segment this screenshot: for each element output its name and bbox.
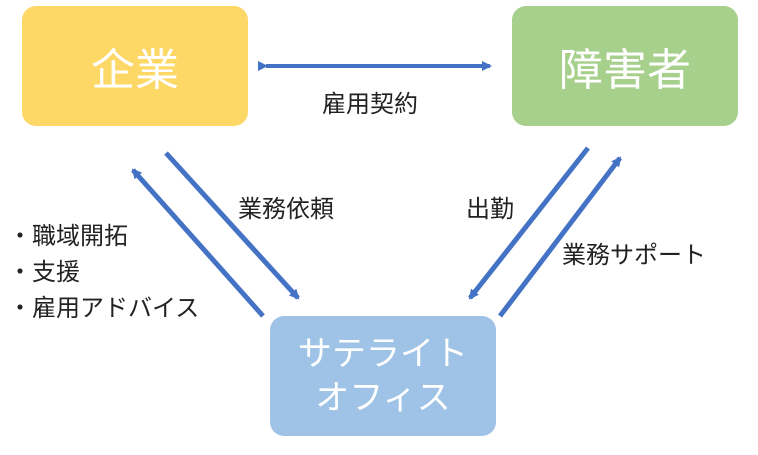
support-arrow: [498, 156, 622, 318]
company-node: 企業: [22, 6, 248, 126]
company-node-label: 企業: [91, 45, 179, 96]
office-node-label-line2: オフィス: [315, 378, 451, 418]
attend-arrow: [468, 146, 590, 300]
attend-edge-label: 出勤: [466, 195, 514, 223]
contract-edge-label: 雇用契約: [322, 90, 418, 118]
list-item: ・支援: [8, 258, 80, 286]
support-edge-label: 業務サポート: [562, 241, 706, 269]
list-item: ・職域開拓: [8, 222, 128, 250]
office-services-list: ・職域開拓 ・支援 ・雇用アドバイス: [8, 218, 199, 326]
office-to-company-arrow: [131, 168, 265, 318]
office-node-label-line1: サテライト: [298, 333, 468, 374]
list-item: ・雇用アドバイス: [8, 294, 200, 322]
worker-node: 障害者: [512, 6, 738, 126]
office-node: サテライト オフィス: [270, 316, 496, 436]
request-edge-label: 業務依頼: [238, 195, 334, 223]
request-arrow: [164, 151, 300, 300]
worker-node-label: 障害者: [559, 45, 691, 96]
